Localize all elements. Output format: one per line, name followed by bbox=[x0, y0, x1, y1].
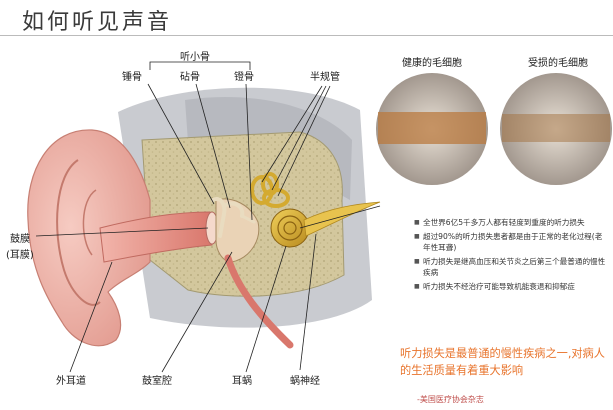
fact-list: 全世界6亿5千多万人都有轻度到重度的听力损失 超过90%的听力损失患者都是由于正… bbox=[414, 218, 606, 296]
title-divider bbox=[0, 35, 613, 36]
leader-incus bbox=[195, 83, 231, 209]
healthy-hair-cell-band bbox=[378, 112, 486, 144]
outer-ear-inner bbox=[82, 189, 97, 256]
leader-semicircular-1 bbox=[261, 85, 323, 183]
quote-source: -美国医疗协会杂志 bbox=[417, 395, 484, 404]
label-damaged-hair-cells: 受损的毛细胞 bbox=[528, 58, 588, 69]
incus-bone bbox=[222, 201, 245, 218]
list-item: 超过90%的听力损失患者都是由于正常的老化过程(老年性耳聋) bbox=[414, 232, 606, 253]
highlight-quote: 听力损失是最普通的慢性疾病之一,对病人的生活质量有着重大影响 bbox=[400, 347, 605, 377]
outer-ear-fold bbox=[56, 159, 101, 306]
leader-malleus bbox=[147, 83, 215, 205]
stapes-bone bbox=[240, 214, 256, 224]
list-item: 全世界6亿5千多万人都有轻度到重度的听力损失 bbox=[414, 218, 606, 229]
label-malleus: 锤骨 bbox=[122, 72, 142, 83]
ear-canal bbox=[99, 211, 213, 263]
list-item: 听力损失不经治疗可能导致机能衰退和抑郁症 bbox=[414, 282, 606, 293]
leader-semicircular-2 bbox=[271, 85, 327, 191]
leader-eardrum bbox=[35, 227, 209, 237]
leader-nerve bbox=[299, 233, 317, 371]
label-stapes: 镫骨 bbox=[234, 72, 254, 83]
label-incus: 砧骨 bbox=[180, 72, 200, 83]
leader-stapes bbox=[245, 83, 253, 221]
label-healthy-hair-cells: 健康的毛细胞 bbox=[402, 58, 462, 69]
leader-semicircular-3 bbox=[277, 85, 331, 197]
leader-cochlea bbox=[245, 245, 287, 373]
list-item: 听力损失是继高血压和关节炎之后第三个最普通的慢性疾病 bbox=[414, 257, 606, 278]
label-cochlear-nerve: 蜗神经 bbox=[290, 376, 320, 387]
outer-ear bbox=[27, 129, 151, 347]
middle-ear-cavity bbox=[215, 198, 260, 263]
malleus-bone bbox=[211, 197, 227, 238]
eustachian-tube bbox=[224, 254, 294, 349]
label-cochlea: 耳蜗 bbox=[232, 376, 252, 387]
semicircular-canals bbox=[250, 172, 290, 208]
label-tympanic-cavity: 鼓室腔 bbox=[142, 376, 172, 387]
label-ossicles: 听小骨 bbox=[180, 52, 210, 63]
leader-tympanic bbox=[161, 251, 233, 373]
leader-ear-canal bbox=[69, 261, 113, 373]
damaged-hair-cell-band bbox=[502, 114, 610, 142]
cochlea bbox=[270, 208, 310, 248]
leader-cell-link bbox=[299, 205, 381, 229]
label-eardrum: 鼓膜 bbox=[10, 234, 30, 245]
label-eardrum-alt: (耳膜) bbox=[6, 250, 34, 261]
label-semicircular-canals: 半规管 bbox=[310, 72, 340, 83]
page-title: 如何听见声音 bbox=[22, 10, 173, 35]
cochlear-nerve bbox=[303, 201, 381, 237]
label-ear-canal: 外耳道 bbox=[56, 376, 86, 387]
leader-ossicles-bracket bbox=[149, 61, 251, 70]
